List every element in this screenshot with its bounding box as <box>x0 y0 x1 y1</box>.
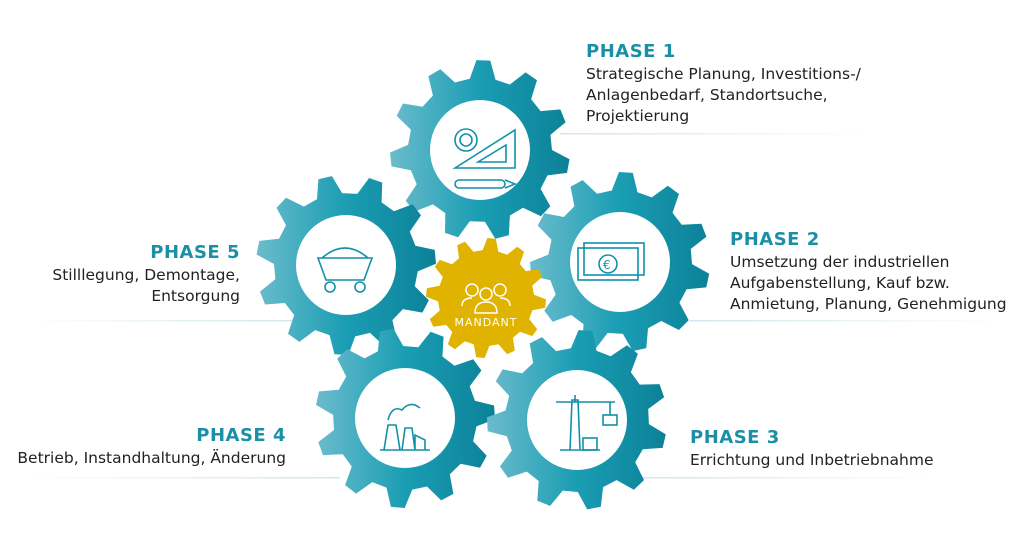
phase4-title: PHASE 4 <box>196 425 286 446</box>
phase4-gear-center <box>355 368 455 468</box>
phase2-description: Umsetzung der industriellen Aufgabenstel… <box>730 253 1007 313</box>
phase5-gear-center <box>296 215 396 315</box>
euro-banknote-icon: € <box>577 242 645 281</box>
phase2-title: PHASE 2 <box>730 229 820 250</box>
phase4-description: Betrieb, Instandhaltung, Änderung <box>17 449 286 467</box>
phase3-title: PHASE 3 <box>690 427 780 448</box>
phase2-block: PHASE 2 Umsetzung der industriellen Aufg… <box>730 228 1007 315</box>
phase1-title: PHASE 1 <box>586 41 676 62</box>
phase5-description: Stilllegung, Demontage, Entsorgung <box>52 266 240 305</box>
mandant-gear <box>426 238 546 358</box>
phase3-underline <box>640 477 940 479</box>
phase1-underline <box>560 133 870 135</box>
crane-icon <box>556 395 618 451</box>
phase5-title: PHASE 5 <box>150 242 240 263</box>
phase1-description: Strategische Planung, Investitions-/ Anl… <box>586 65 861 125</box>
phase5-underline <box>30 320 300 322</box>
people-group-icon <box>461 283 511 314</box>
phase1-block: PHASE 1 Strategische Planung, Investitio… <box>586 40 861 127</box>
mine-cart-icon <box>316 247 374 293</box>
factory-icon <box>380 403 430 451</box>
center-label: MANDANT <box>454 316 518 329</box>
phase3-block: PHASE 3 Errichtung und Inbetriebnahme <box>690 426 934 471</box>
phase3-gear-center <box>527 370 627 470</box>
phase2-gear-center <box>570 212 670 312</box>
gear-triangle-pencil-icon <box>452 128 518 189</box>
phase5-block: PHASE 5 Stilllegung, Demontage, Entsorgu… <box>52 241 240 307</box>
svg-text:€: € <box>603 258 611 272</box>
phase4-block: PHASE 4 Betrieb, Instandhaltung, Änderun… <box>17 424 286 469</box>
phase3-description: Errichtung und Inbetriebnahme <box>690 451 934 469</box>
phase1-gear-center <box>430 100 530 200</box>
phase2-underline <box>690 320 1005 322</box>
phase4-underline <box>20 477 340 479</box>
